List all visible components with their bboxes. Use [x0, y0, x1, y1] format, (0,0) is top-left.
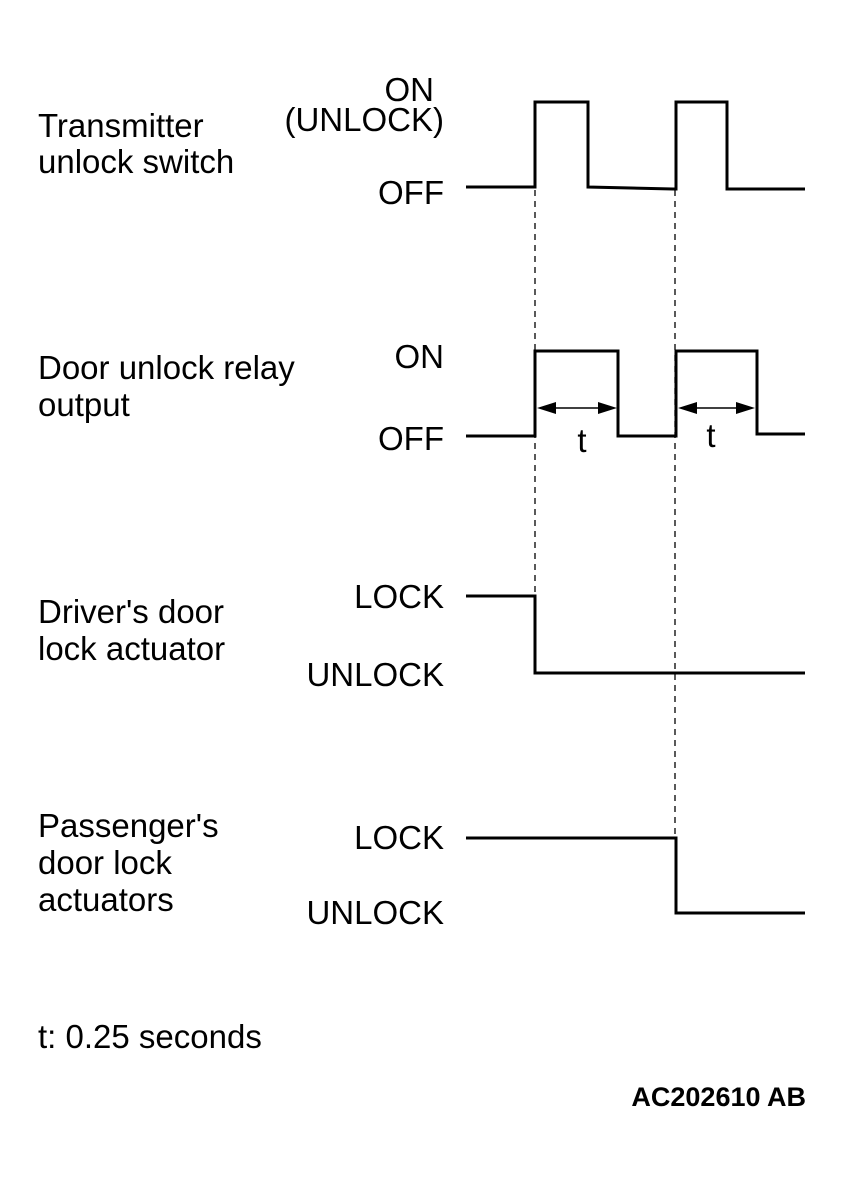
signal-passengers-door-lock-actuators: Passenger's door lock actuators LOCK UNL… [38, 807, 805, 931]
high-level-label: LOCK [354, 578, 444, 615]
signal-door-unlock-relay-output: Door unlock relay output ON OFF t t [38, 338, 805, 459]
low-level-label: OFF [378, 420, 444, 457]
signal-label-line: output [38, 386, 130, 423]
low-level-label: OFF [378, 174, 444, 211]
high-level-label: LOCK [354, 819, 444, 856]
signal-label-line: Door unlock relay [38, 349, 295, 386]
signal-label-line: actuators [38, 881, 174, 918]
timing-marker-t-2: t [678, 402, 755, 454]
waveform-drivers-door-lock-actuator [466, 594, 805, 675]
signal-drivers-door-lock-actuator: Driver's door lock actuator LOCK UNLOCK [38, 578, 805, 693]
footnote: t: 0.25 seconds [38, 1018, 262, 1055]
waveform-transmitter-unlock-switch [466, 100, 805, 191]
signal-label-line: unlock switch [38, 143, 234, 180]
signal-transmitter-unlock-switch: Transmitter unlock switch ON (UNLOCK) OF… [38, 71, 805, 211]
high-level-label: ON [395, 338, 445, 375]
arrowhead-left [537, 402, 556, 414]
figure-code: AC202610 AB [631, 1082, 806, 1112]
arrowhead-right [598, 402, 617, 414]
waveform-passengers-door-lock-actuators [466, 836, 805, 915]
signal-label-line: Passenger's [38, 807, 219, 844]
arrowhead-right [736, 402, 755, 414]
low-level-label: UNLOCK [306, 894, 444, 931]
timing-label-t: t [706, 417, 715, 454]
high-level-label: ON [385, 71, 435, 108]
low-level-label: UNLOCK [306, 656, 444, 693]
waveform-door-unlock-relay-output [466, 349, 805, 438]
high-level-label: (UNLOCK) [284, 101, 444, 138]
timing-label-t: t [577, 422, 586, 459]
signal-label-line: Transmitter [38, 107, 204, 144]
signal-label-line: door lock [38, 844, 172, 881]
timing-marker-t-1: t [537, 402, 617, 459]
arrowhead-left [678, 402, 697, 414]
signal-label-line: Driver's door [38, 593, 224, 630]
signal-label-line: lock actuator [38, 630, 225, 667]
